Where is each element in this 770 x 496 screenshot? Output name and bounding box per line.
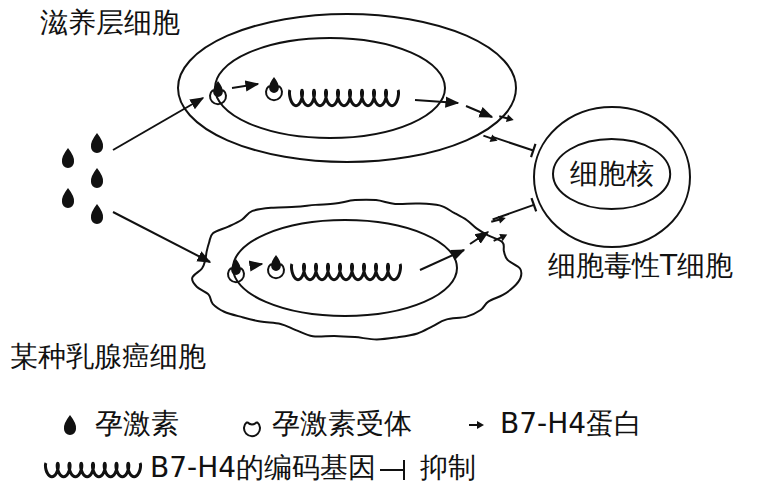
- legend-label: 孕激素: [95, 408, 179, 440]
- receptor-complex: [266, 77, 282, 100]
- entry-arrows: [113, 98, 210, 262]
- outline-shape: [190, 196, 520, 341]
- inhibition-line: [493, 205, 534, 220]
- cell-outline: 某种乳腺癌细胞: [190, 196, 520, 341]
- receptor-complex: [268, 255, 284, 278]
- cell-label: 某种乳腺癌细胞: [10, 341, 206, 373]
- outline-shape: [177, 13, 517, 163]
- cell-outline: 细胞毒性T细胞细胞核: [533, 106, 691, 248]
- legend-label: 孕激素受体: [272, 408, 412, 440]
- legend-label: 抑制: [420, 452, 476, 484]
- inhibition-line: [492, 137, 534, 151]
- nucleus-outline: [215, 38, 445, 138]
- nucleus-label: 细胞核: [570, 158, 654, 190]
- gene-coil: [291, 264, 400, 280]
- nucleus-box: 细胞核: [552, 138, 671, 210]
- cell-label: 滋养层细胞: [40, 7, 180, 39]
- legend-label: B7-H4蛋白: [500, 408, 642, 440]
- arrow: [415, 100, 458, 103]
- arrow: [232, 84, 258, 88]
- receptor-complex: [210, 81, 226, 104]
- arrow: [250, 264, 262, 266]
- cell-label: 细胞毒性T细胞: [548, 250, 733, 282]
- progesterone-drops: [62, 133, 103, 224]
- receptor-complex: [228, 259, 244, 282]
- legend-label: B7-H4的编码基因: [150, 452, 376, 484]
- arrow: [466, 106, 492, 117]
- arrow: [420, 250, 464, 270]
- gene-coil: [289, 90, 398, 106]
- cell-outline: 滋养层细胞: [177, 13, 517, 163]
